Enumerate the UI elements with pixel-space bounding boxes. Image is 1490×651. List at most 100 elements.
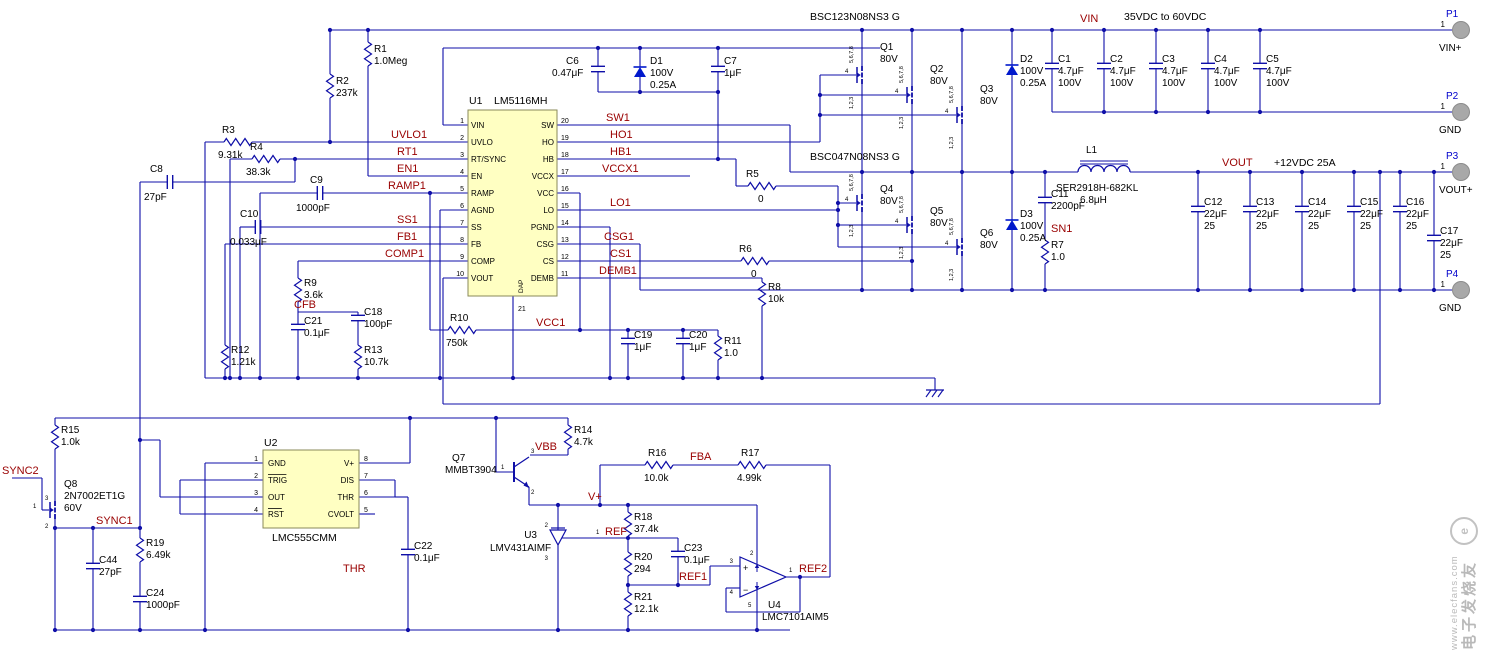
capacitor-C8 [166,175,174,189]
u1-pin-CSG: CSG [537,240,554,249]
fet-source-pins: 1,2,3 [849,97,855,109]
watermark: www.elecfans.com 电子发烧友 e [1449,517,1479,650]
text-label: 2 [45,524,49,530]
u1-pin-AGND: AGND [471,206,494,215]
port-P2 [1452,103,1470,121]
net-label-RAMP1: RAMP1 [388,180,426,192]
net-label-UVLO1: UVLO1 [391,129,427,141]
resistor-R6 [740,256,770,266]
u2-pin-RST: RST [268,510,284,519]
value-C1: 4.7μF [1058,66,1084,77]
resistor-R8 [757,281,767,307]
u1-pin-HO: HO [542,138,554,147]
value-C10: 0.033μF [230,237,267,248]
net-label-RT1: RT1 [397,146,418,158]
u1-pin-PGND: PGND [531,223,554,232]
net-label-SN1: SN1 [1051,223,1072,235]
label-D3: D3 [1020,209,1033,220]
value-C5: 4.7μF [1266,66,1292,77]
label-R3: R3 [222,125,235,136]
part-U1: LM5116MH [494,95,548,107]
label-C18: C18 [364,307,383,318]
value-C9: 1000pF [296,203,330,214]
label-C1: C1 [1058,54,1071,65]
fet-source-pins: 1,2,3 [899,117,905,129]
label-R21: R21 [634,592,653,603]
resistor-R2 [325,73,335,99]
diode-D3 [1005,219,1019,230]
text-label: 1 [33,504,37,510]
value-L1: 6.8μH [1080,195,1107,206]
value2-C4: 100V [1214,78,1238,89]
value-C3: 4.7μF [1162,66,1188,77]
label-C9: C9 [310,175,323,186]
label-R14: R14 [574,425,593,436]
value-C6: 0.47μF [552,68,583,79]
value2-C12: 25 [1204,221,1216,232]
note: BSC123N08NS3 G [810,11,900,23]
fet-drain-pins: 5,6,7,8 [949,218,955,235]
label-C44: C44 [99,555,118,566]
label-C6: C6 [566,56,579,67]
label-R18: R18 [634,512,653,523]
u2-pin-THR: THR [338,493,355,502]
u1-pin-UVLO: UVLO [471,138,493,147]
value-R11: 1.0 [724,348,738,359]
capacitor-C7 [711,65,725,73]
u1-pinnum-16: 16 [561,186,569,193]
value-R6: 0 [751,269,757,280]
port-P3 [1452,163,1470,181]
label-Q5: Q5 [930,206,944,217]
value-C11: 2200pF [1051,201,1085,212]
text-label: 5 [748,603,752,609]
label-C4: C4 [1214,54,1227,65]
text-label: 3 [531,449,535,455]
net-label-SS1: SS1 [397,214,418,226]
label-R5: R5 [746,169,759,180]
capacitor-C4 [1201,62,1215,70]
part-U3: LMV431AIMF [490,543,551,554]
u1-pin-DEMB: DEMB [531,274,554,283]
u1-pinnum-4: 4 [460,169,464,176]
u1-pin-FB: FB [471,240,481,249]
capacitor-C18 [351,314,365,322]
u1-pin-VCC: VCC [537,189,554,198]
u1-pin-SS: SS [471,223,482,232]
value-R7: 1.0 [1051,252,1065,263]
value2-C13: 25 [1256,221,1268,232]
portname-P2: GND [1439,125,1461,136]
value-R20: 294 [634,564,651,575]
fet-source-pins: 1,2,3 [899,247,905,259]
capacitor-C19 [621,337,635,345]
value-R16: 10.0k [644,473,669,484]
capacitor-C10 [254,220,262,234]
value-R12: 1.21k [231,357,256,368]
wires [12,29,1452,631]
resistor-R21 [623,591,633,617]
value-C7: 1μF [724,68,741,79]
u1-pinnum-1: 1 [460,118,464,125]
u2-pin-DIS: DIS [341,476,354,485]
value-C21: 0.1μF [304,328,330,339]
value2-C1: 100V [1058,78,1082,89]
diode-D2 [1005,64,1019,75]
fet-gate-pin: 4 [945,109,949,115]
u1-pinnum-6: 6 [460,203,464,210]
label-C22: C22 [414,541,433,552]
value-R13: 10.7k [364,357,389,368]
label-C16: C16 [1406,197,1425,208]
label-Q4: Q4 [880,184,894,195]
u1-pin-LO: LO [543,206,554,215]
port-P1 [1452,21,1470,39]
label-Q1: Q1 [880,42,894,53]
u1-dap-pin: 21 [518,306,526,313]
value-C13: 22μF [1256,209,1279,220]
text-label: 7 [364,473,368,480]
text-label: 2 [531,490,535,496]
text-label: 3 [254,490,258,497]
value-C17: 22μF [1440,238,1463,249]
label-P1: P1 [1446,9,1459,20]
capacitor-C3 [1149,62,1163,70]
fet-drain-pins: 5,6,7,8 [849,174,855,191]
